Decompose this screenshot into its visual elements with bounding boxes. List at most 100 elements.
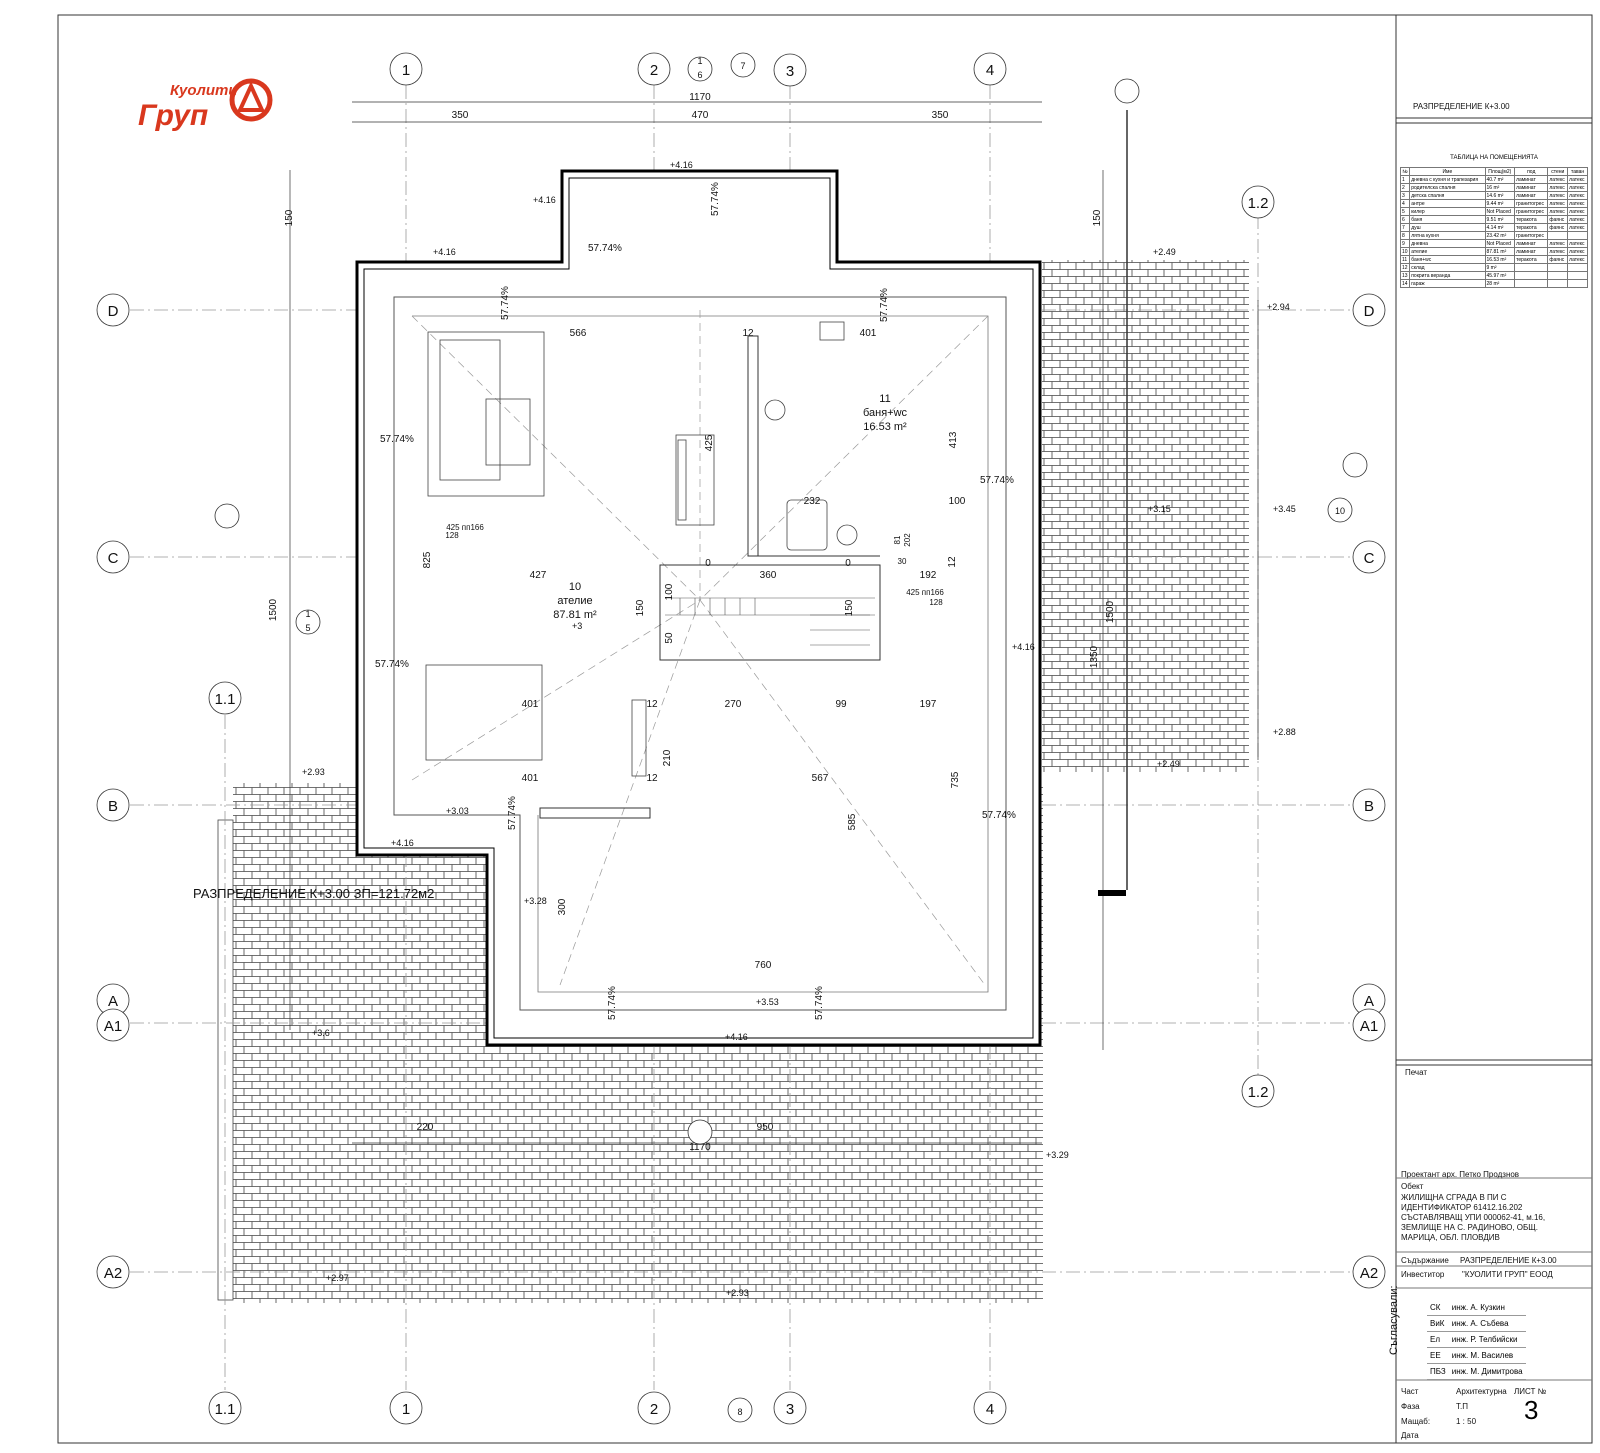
dim-735: 735 xyxy=(950,771,961,788)
grid-col-1-bottom: 1 xyxy=(402,1401,410,1418)
grid-row-a1: A1 xyxy=(104,1018,122,1035)
table-cell: баня xyxy=(1409,215,1486,224)
dim-30: 30 xyxy=(898,557,907,566)
table-cell: 4.14 m² xyxy=(1484,223,1516,232)
signer-cell: ВиК xyxy=(1427,1315,1449,1332)
roof-tile-area-right xyxy=(1042,260,1249,772)
section-mark-sheet: 8 xyxy=(737,1407,742,1417)
plan-caption: РАЗПРЕДЕЛЕНИЕ К+3.00 ЗП=121.72м2 xyxy=(193,886,434,901)
table-cell: латекс xyxy=(1567,183,1588,192)
roof-ridges xyxy=(411,310,989,986)
part-label: Част xyxy=(1401,1387,1419,1396)
signer-cell: инж. А. Събева xyxy=(1448,1315,1526,1332)
section-mark-sheet: 6 xyxy=(697,70,702,80)
table-cell: латекс xyxy=(1547,199,1569,208)
content-value: РАЗПРЕДЕЛЕНИЕ К+3.00 xyxy=(1460,1256,1557,1265)
dim-12d: 12 xyxy=(646,773,658,784)
level-mark: +2.93 xyxy=(302,767,325,777)
table-cell: латекс xyxy=(1547,207,1569,216)
table-cell: фаянс xyxy=(1547,223,1569,232)
logo-line1: Куолити xyxy=(170,82,238,99)
signer-cell: инж. М. Димитрова xyxy=(1448,1363,1526,1380)
dim-760: 760 xyxy=(755,960,772,971)
grid-row-1-1: 1.1 xyxy=(215,691,236,708)
table-cell: килер xyxy=(1409,207,1486,216)
sheet-number: 3 xyxy=(1524,1395,1539,1425)
table-cell: баня+wc xyxy=(1409,255,1486,264)
table-cell: дневна с кухня и трапезария xyxy=(1409,175,1486,184)
dim-270: 270 xyxy=(725,699,742,710)
section-mark-sheet: 5 xyxy=(305,623,310,633)
table-cell: латекс xyxy=(1567,215,1588,224)
table-cell: ламинат xyxy=(1514,183,1549,192)
grid-row-a1-right: A1 xyxy=(1360,1018,1378,1035)
table-cell: покрита веранда xyxy=(1409,271,1486,280)
slope-label: 57.74% xyxy=(607,986,618,1020)
object-line: ЗЕМЛИЩЕ НА С. РАДИНОВО, ОБЩ. xyxy=(1401,1223,1538,1232)
table-cell: антре xyxy=(1409,199,1486,208)
grid-row-1-2-right: 1.2 xyxy=(1248,195,1269,212)
exterior-wall xyxy=(355,169,1042,1047)
table-cell xyxy=(1514,263,1549,272)
dim-232: 232 xyxy=(804,496,821,507)
table-cell: ламинат xyxy=(1514,175,1549,184)
dim-150a: 150 xyxy=(635,599,646,616)
table-cell: латекс xyxy=(1567,239,1588,248)
dim-585: 585 xyxy=(847,813,858,830)
table-cell: латекс xyxy=(1567,199,1588,208)
table-cell: латекс xyxy=(1547,183,1569,192)
dim-401b: 401 xyxy=(522,699,539,710)
table-cell xyxy=(1547,231,1569,240)
table-cell: лятна кухня xyxy=(1409,231,1486,240)
window-425-b: 425 пп166 xyxy=(906,588,944,597)
dim-bottom-b: 950 xyxy=(757,1122,774,1133)
dim-825: 825 xyxy=(422,551,433,568)
table-cell: 87.81 m² xyxy=(1484,247,1516,256)
grid-row-a2: A2 xyxy=(104,1265,122,1282)
table-cell: 40.7 m² xyxy=(1484,175,1516,184)
table-cell: 10 xyxy=(1399,247,1411,256)
phase-value: Т.П xyxy=(1456,1402,1468,1411)
room-10-area: 87.81 m² xyxy=(553,609,597,621)
room-11-number: 11 xyxy=(879,393,890,405)
signer-cell: ПБЗ xyxy=(1427,1363,1449,1380)
table-cell: 5 xyxy=(1399,207,1411,216)
level-mark: +3.03 xyxy=(446,806,469,816)
dim-210: 210 xyxy=(662,749,673,766)
sheet-title: РАЗПРЕДЕЛЕНИЕ К+3.00 xyxy=(1413,102,1510,111)
table-cell: латекс xyxy=(1567,207,1588,216)
table-cell: латекс xyxy=(1567,255,1588,264)
investor-label: Инвеститор xyxy=(1401,1270,1445,1279)
dim-right-1350: 1350 xyxy=(1089,645,1100,668)
grid-col-2-bottom: 2 xyxy=(650,1401,658,1418)
dim-bottom-a: 220 xyxy=(417,1122,434,1133)
dim-50: 50 xyxy=(664,632,675,644)
level-mark: +2.94 xyxy=(1267,302,1290,312)
dim-12a: 12 xyxy=(742,328,754,339)
table-cell: латекс xyxy=(1547,191,1569,200)
grid-row-a2-right: A2 xyxy=(1360,1265,1378,1282)
dim-99: 99 xyxy=(835,699,847,710)
table-cell: склад xyxy=(1409,263,1486,272)
table-cell: ателие xyxy=(1409,247,1486,256)
dim-0a: 0 xyxy=(705,558,711,569)
slope-label: 57.74% xyxy=(980,475,1014,486)
interior-walls xyxy=(539,335,881,819)
dim-425: 425 xyxy=(704,434,715,451)
grid-row-c: C xyxy=(108,550,119,567)
level-mark: +3.15 xyxy=(1148,504,1171,514)
table-cell: латекс xyxy=(1547,247,1569,256)
dim-401c: 401 xyxy=(522,773,539,784)
